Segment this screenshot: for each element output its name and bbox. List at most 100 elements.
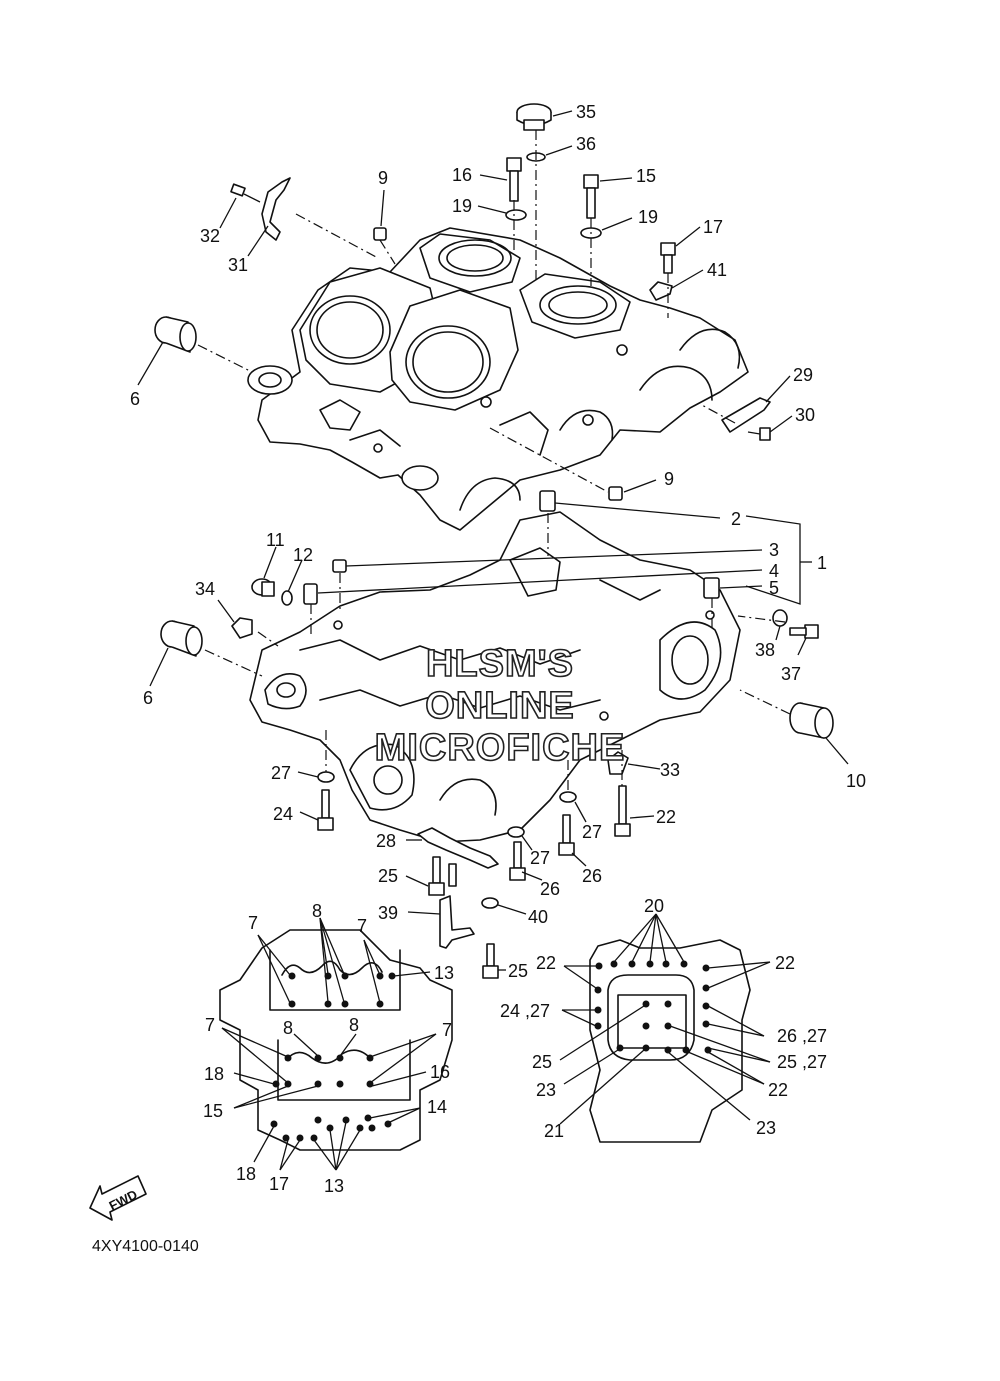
callout-7: 7 xyxy=(205,1015,215,1035)
watermark-line-1: HLSM'S xyxy=(426,643,574,685)
bolt-22 xyxy=(614,785,631,837)
callout-8: 8 xyxy=(349,1015,359,1035)
callout-33: 33 xyxy=(660,760,680,780)
bolt-37 xyxy=(789,624,819,639)
plate-29 xyxy=(721,397,771,433)
bolt-26b xyxy=(509,841,526,881)
washer-38 xyxy=(772,609,788,627)
washer-27b xyxy=(559,791,577,803)
callout-18: 18 xyxy=(236,1164,256,1184)
holder-33 xyxy=(607,751,629,775)
cap-34 xyxy=(231,617,253,639)
callout-35: 35 xyxy=(576,102,596,122)
callout-15: 15 xyxy=(636,166,656,186)
callouts: 35 36 16 15 19 19 9 17 41 32 31 6 29 30 … xyxy=(130,102,866,1196)
dowel-3 xyxy=(332,559,347,573)
callout-4: 4 xyxy=(769,561,779,581)
callout-38: 38 xyxy=(755,640,775,660)
dowel-4 xyxy=(303,583,318,605)
bolt-dots-right xyxy=(594,960,712,1054)
callout-26: 26 xyxy=(540,879,560,899)
callout-21: 21 xyxy=(544,1121,564,1141)
callout-1: 1 xyxy=(817,553,827,573)
callout-37: 37 xyxy=(781,664,801,684)
callout-29: 29 xyxy=(793,365,813,385)
callout-25: 25 xyxy=(378,866,398,886)
callout-16: 16 xyxy=(430,1062,450,1082)
parts-small xyxy=(154,103,834,979)
callout-34: 34 xyxy=(195,579,215,599)
callout-11: 11 xyxy=(266,530,285,550)
callout-17: 17 xyxy=(269,1174,289,1194)
dowel-5 xyxy=(703,577,720,599)
upper-crankcase xyxy=(247,227,749,531)
washer-27c xyxy=(507,826,525,838)
callout-3: 3 xyxy=(769,540,779,560)
assembly-lines xyxy=(197,130,791,792)
callout-25: 25 xyxy=(532,1052,552,1072)
callout-40: 40 xyxy=(528,907,548,927)
callout-24: 24 xyxy=(273,804,293,824)
callout-13: 13 xyxy=(434,963,454,983)
callout-27: 27 xyxy=(530,848,550,868)
bolt-25a xyxy=(428,856,457,896)
plug-9-top xyxy=(373,227,387,241)
callout-12: 12 xyxy=(293,545,313,565)
o-ring-12 xyxy=(281,590,293,606)
callout-24-27: 24 ,27 xyxy=(500,1001,550,1021)
callout-22: 22 xyxy=(768,1080,788,1100)
bolt-25b xyxy=(482,943,499,979)
callout-39: 39 xyxy=(378,903,398,923)
screw-30 xyxy=(747,427,771,441)
upper-bores-rear xyxy=(419,233,631,339)
upper-bores-front xyxy=(299,267,519,411)
callout-16: 16 xyxy=(452,165,472,185)
callout-28: 28 xyxy=(376,831,396,851)
bracket-28 xyxy=(417,827,499,869)
fwd-arrow: FWD xyxy=(89,1175,147,1221)
oil-filler-plug xyxy=(516,103,552,131)
callout-7: 7 xyxy=(357,916,367,936)
callout-23: 23 xyxy=(756,1118,776,1138)
callout-8: 8 xyxy=(312,901,322,921)
callout-32: 32 xyxy=(200,226,220,246)
callout-19: 19 xyxy=(452,196,472,216)
watermark-line-3: MICROFICHE xyxy=(375,727,626,769)
callout-7: 7 xyxy=(248,913,258,933)
washer-19a xyxy=(505,209,527,221)
washer-27a xyxy=(317,771,335,783)
collar-6-bottom xyxy=(160,620,203,657)
callout-7: 7 xyxy=(442,1020,452,1040)
callout-19: 19 xyxy=(638,207,658,227)
bolt-sequence-lower-case xyxy=(559,913,771,1143)
watermark: HLSM'S ONLINE MICROFICHE xyxy=(374,642,626,770)
bolt-16-top xyxy=(506,157,522,202)
watermark-line-2: ONLINE xyxy=(425,685,575,727)
leaders-left xyxy=(221,917,437,1171)
callout-9: 9 xyxy=(378,168,388,188)
plug-9-bottom xyxy=(608,486,623,501)
pipe-39 xyxy=(439,895,475,949)
callout-22: 22 xyxy=(656,807,676,827)
plug-10 xyxy=(789,702,834,739)
bolt-15-top xyxy=(583,174,599,219)
bolt-24 xyxy=(317,789,334,831)
callout-2: 2 xyxy=(731,509,741,529)
screw-32 xyxy=(230,183,261,203)
bracket-31 xyxy=(261,177,291,241)
callout-22: 22 xyxy=(775,953,795,973)
callout-10: 10 xyxy=(846,771,866,791)
o-ring-40 xyxy=(481,897,499,909)
callout-26-27: 26 ,27 xyxy=(777,1026,827,1046)
callout-25-27: 25 ,27 xyxy=(777,1052,827,1072)
callout-25: 25 xyxy=(508,961,528,981)
leader-lines xyxy=(137,110,849,971)
callout-27: 27 xyxy=(271,763,291,783)
callout-22: 22 xyxy=(536,953,556,973)
bolt-26a xyxy=(558,814,575,856)
callout-6: 6 xyxy=(143,688,153,708)
callout-31: 31 xyxy=(228,255,248,275)
callout-27: 27 xyxy=(582,822,602,842)
callout-23: 23 xyxy=(536,1080,556,1100)
